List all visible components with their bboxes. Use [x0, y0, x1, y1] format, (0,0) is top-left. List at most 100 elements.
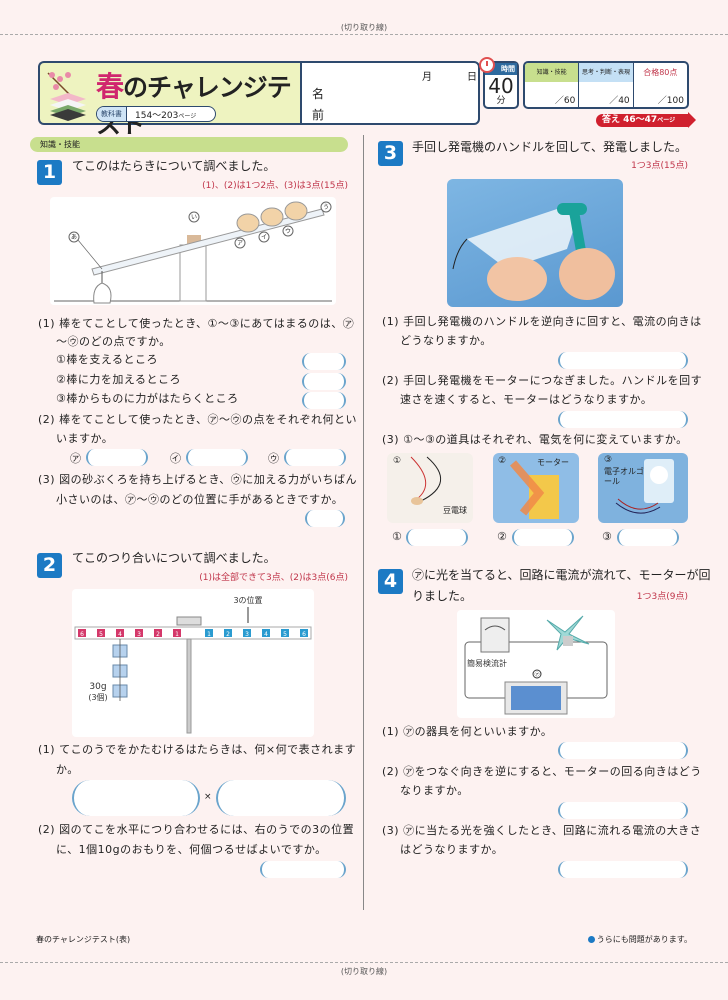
q3-sub2-line1: (2) 手回し発電機をモーターにつなぎました。ハンドルを回す	[382, 374, 703, 387]
tool-label: 電子オルゴール	[604, 467, 644, 486]
q1-sub3-answer[interactable]	[305, 510, 345, 527]
cut-line-top	[0, 34, 728, 35]
name-date-field[interactable]: 月 日 名 前	[300, 61, 480, 125]
question-4-title-line1: ㋐に光を当てると、回路に電流が流れて、モーターが回	[412, 568, 711, 582]
q3-sub3-label-1: ①	[392, 530, 402, 543]
q1-sub1-item3: ③棒からものに力がはたらくところ	[56, 392, 239, 405]
q1-sub1-line2: 〜㋒のどの点ですか。	[56, 335, 171, 348]
test-title: 春のチャレンジテスト	[96, 65, 300, 141]
q1-sub1-answer-2[interactable]	[302, 373, 346, 390]
svg-text:う: う	[323, 204, 329, 211]
motor-fan-icon	[509, 460, 559, 519]
hand-generator-icon	[452, 203, 615, 301]
svg-text:6: 6	[302, 631, 306, 638]
name-label-2: 前	[312, 108, 325, 122]
q4-sub3-line2: はどうなりますか。	[400, 843, 504, 856]
answer-pages-tag: 答え 46〜47ページ	[596, 112, 696, 128]
q1-sub2-answer-a[interactable]	[86, 449, 148, 466]
textbook-pages-badge: 教科書 154〜203ページ	[96, 106, 216, 122]
q1-sub2-line2: いますか。	[56, 432, 114, 445]
q4-sub1-answer[interactable]	[558, 742, 688, 759]
q3-sub2-answer[interactable]	[558, 411, 688, 428]
q2-sub1-answer-left[interactable]	[72, 780, 200, 816]
q1-sub3-line1: (3) 図の砂ぶくろを持ち上げるとき、㋒に加える力がいちばん	[38, 473, 357, 486]
tool-photo-music-box: ③ 電子オルゴール	[598, 453, 688, 523]
q3-sub3-answer-2[interactable]	[512, 529, 574, 546]
svg-text:3: 3	[137, 631, 141, 638]
question-1-title: てこのはたらきについて調べました。	[72, 159, 276, 173]
q3-sub3-answer-1[interactable]	[406, 529, 468, 546]
q2-sub1-answer-right[interactable]	[216, 780, 346, 816]
q4-sub3-answer[interactable]	[558, 861, 688, 878]
score-table: 知識・技能 ／60 思考・判断・表現 ／40 合格80点 ／100	[523, 61, 689, 109]
time-unit: 分	[496, 96, 506, 106]
q2-sub2-line2: に、1個10gのおもりを、何個つるせばよいですか。	[56, 843, 327, 856]
svg-text:3: 3	[245, 631, 249, 638]
footer-page-label: 春のチャレンジテスト(表)	[36, 935, 131, 944]
question-number-2: 2	[37, 553, 62, 578]
svg-text:2: 2	[226, 631, 230, 638]
q3-sub3-line1: (3) ①〜③の道具はそれぞれ、電気を何に変えていますか。	[382, 433, 688, 446]
question-2-points: (1)は全部できて3点、(2)は3点(6点)	[199, 573, 348, 583]
q1-sub3-line2: 小さいのは、㋐〜㋒のどの位置に手があるときですか。	[56, 493, 344, 506]
q1-sub1-answer-3[interactable]	[302, 392, 346, 409]
svg-text:5: 5	[283, 631, 287, 638]
q2-sub2-answer[interactable]	[260, 861, 346, 878]
q4-sub2-answer[interactable]	[558, 802, 688, 819]
score-col-total[interactable]: 合格80点 ／100	[634, 63, 687, 107]
bulb-icon	[410, 456, 442, 505]
time-value: 40	[488, 74, 514, 98]
tool-num: ③	[604, 455, 613, 465]
svg-text:5: 5	[99, 631, 103, 638]
q1-sub1-answer-1[interactable]	[302, 353, 346, 370]
svg-text:㋐: ㋐	[534, 671, 539, 678]
score-col-thinking[interactable]: 思考・判断・表現 ／40	[579, 63, 634, 107]
name-label-1: 名	[312, 87, 325, 101]
question-3-title: 手回し発電機のハンドルを回して、発電しました。	[412, 140, 688, 154]
q3-sub3-label-2: ②	[497, 530, 507, 543]
svg-text:あ: あ	[71, 234, 77, 241]
question-number-3: 3	[378, 141, 403, 166]
q3-sub3-label-3: ③	[602, 530, 612, 543]
day-label: 日	[467, 72, 477, 83]
cut-line-label-bottom: (切り取り線)	[340, 967, 388, 976]
score-max: ／40	[609, 96, 630, 106]
score-col-knowledge[interactable]: 知識・技能 ／60	[525, 63, 580, 107]
times-sign: ×	[204, 792, 212, 802]
title-accent: 春	[96, 70, 124, 103]
cut-line-label-top: (切り取り線)	[340, 23, 388, 32]
q3-sub1-answer[interactable]	[558, 352, 688, 369]
lever-diagram-icon: あ い う ア イ ウ	[54, 201, 332, 304]
question-number-4: 4	[378, 569, 403, 594]
q3-sub2-line2: 速さを速くすると、モーターはどうなりますか。	[400, 393, 653, 406]
q4-sub2-line1: (2) ㋐をつなぐ向きを逆にすると、モーターの回る向きはどう	[382, 765, 702, 778]
question-number-1: 1	[37, 160, 62, 185]
footer-note-text: うらにも問題があります。	[596, 935, 692, 944]
question-4-title-line2: りました。	[412, 589, 473, 603]
time-limit-box: 時間 40 分	[479, 57, 519, 109]
score-head: 合格80点	[643, 68, 678, 77]
music-box-icon	[615, 459, 674, 514]
question-1-points: (1)、(2)は1つ2点、(3)は3点(15点)	[202, 181, 348, 191]
cut-line-bottom	[0, 962, 728, 963]
question-3-points: 1つ3点(15点)	[631, 161, 688, 171]
svg-text:い: い	[191, 214, 197, 221]
score-head: 思考・判断・表現	[579, 63, 633, 82]
tool-label: 豆電球	[443, 506, 467, 515]
q1-sub2-label-u: ㋒	[268, 452, 279, 465]
score-max: ／100	[657, 96, 684, 106]
q3-sub1-line2: どうなりますか。	[400, 334, 492, 347]
q1-sub2-answer-i[interactable]	[186, 449, 248, 466]
q2-sub1-line2: か。	[56, 763, 79, 776]
lever-figure: あ い う ア イ ウ	[50, 197, 336, 305]
svg-text:ア: ア	[237, 240, 243, 247]
q4-sub1-line1: (1) ㋐の器具を何といいますか。	[382, 725, 553, 738]
hinamatsuri-decoration-icon	[47, 72, 86, 121]
q1-sub2-answer-u[interactable]	[284, 449, 346, 466]
q3-sub3-answer-3[interactable]	[617, 529, 679, 546]
svg-text:(3個): (3個)	[88, 692, 107, 702]
solar-circuit-diagram-icon: 簡易検流計 ㋐	[464, 615, 608, 715]
column-divider	[363, 135, 364, 910]
question-2-title: てこのつり合いについて調べました。	[72, 551, 276, 565]
